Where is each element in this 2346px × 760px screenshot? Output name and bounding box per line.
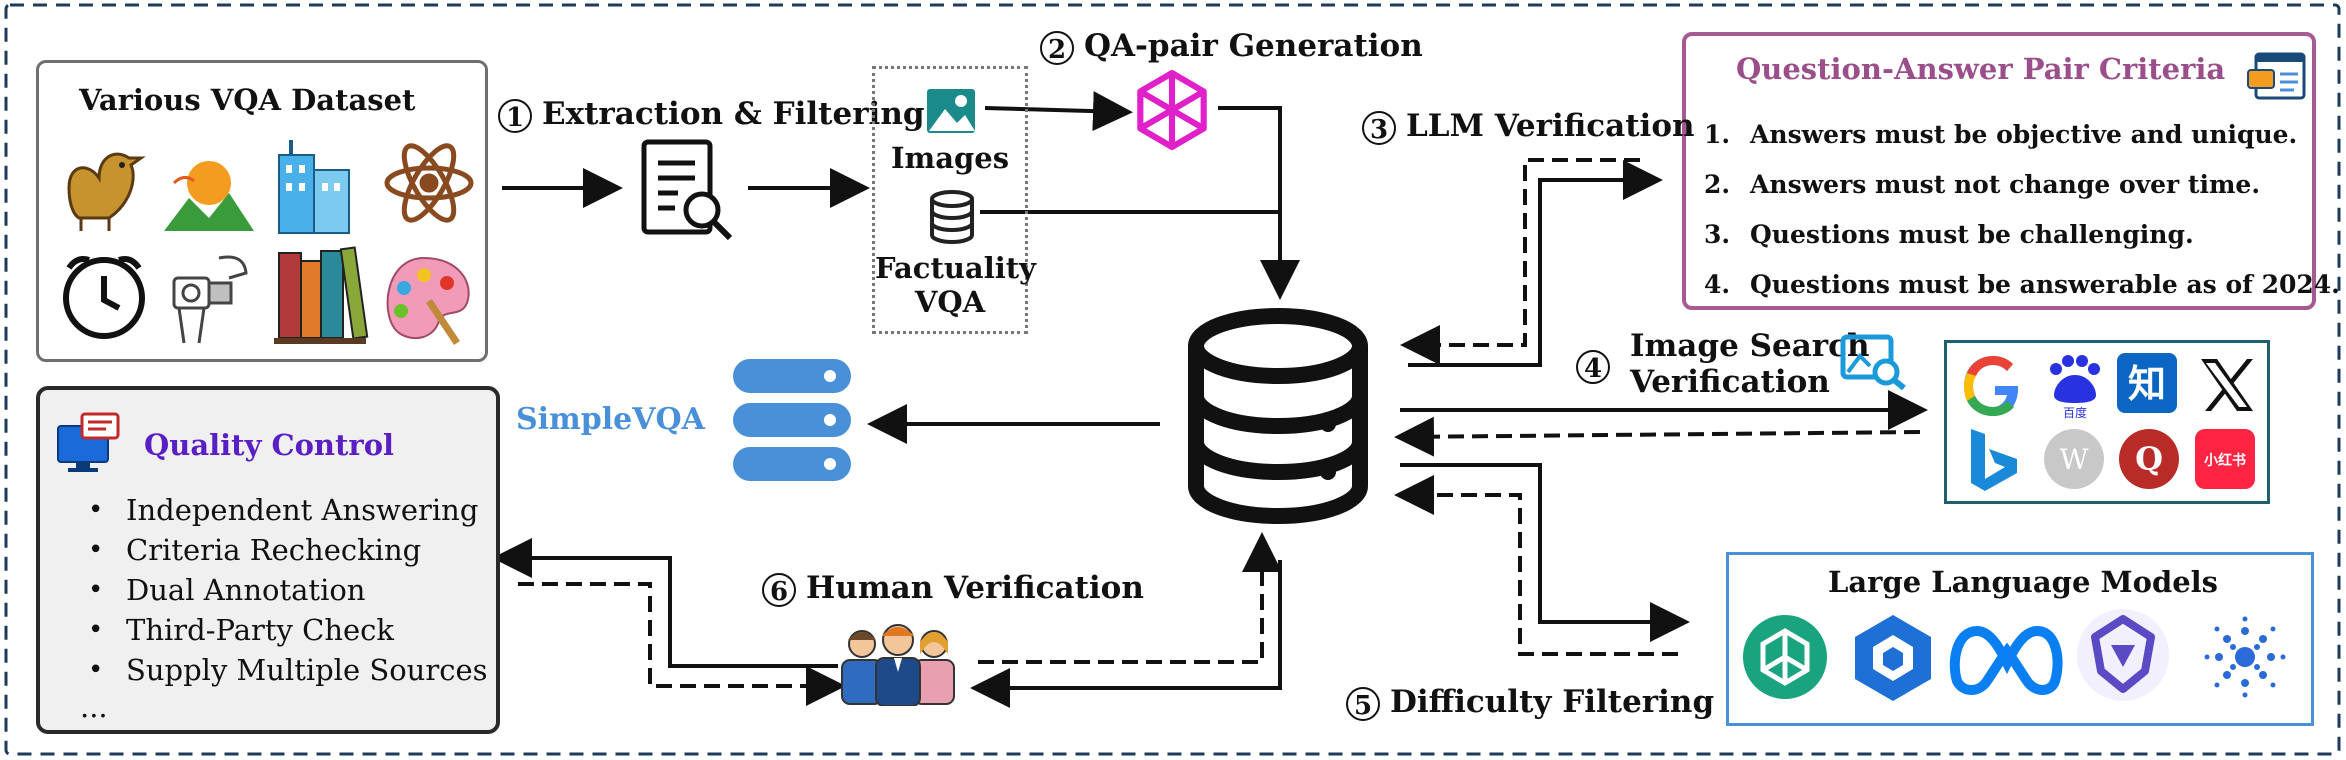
arrow-human-to-qc [492,538,838,668]
svg-text:百度: 百度 [2063,405,2087,420]
step-2-number: 2 [1040,30,1074,65]
criteria-item: 2.Answers must not change over time. [1704,170,2261,199]
step-2-text: QA-pair Generation [1084,28,1423,64]
bird-icon [67,152,146,231]
step-difficulty-label: 5 Difficulty Filtering [1346,684,1714,721]
qc-item: Criteria Rechecking [40,530,488,570]
bing-icon [1971,429,2017,491]
llm-panel: Large Language Models [1726,552,2314,726]
quality-control-panel: Quality Control Independent Answering Cr… [36,386,500,734]
factuality-line-2: VQA [914,285,986,319]
alarm-clock-icon [63,256,145,339]
books-icon [274,246,369,344]
criteria-list: 1.Answers must be objective and unique. … [1704,110,2340,310]
arrow-llms-to-db [1394,475,1678,656]
step-6-number: 6 [762,572,796,607]
document-search-icon [641,139,733,241]
step-image-search-label: 4 Image Search Verification [1576,328,1870,400]
quality-control-list: Independent Answering Criteria Recheckin… [40,490,488,690]
step-human-verification-label: 6 Human Verification [762,570,1144,607]
llm-panel-title: Large Language Models [1827,565,2219,599]
svg-text:知: 知 [2128,362,2166,406]
factuality-line-1: Factuality [875,251,1037,285]
factuality-vqa-label: Factuality VQA [875,251,1037,319]
arrow-images-to-qagen [984,91,1133,132]
search-engines-panel: 百度 知 W Q [1944,340,2270,504]
arrow-qagen-to-db [1218,106,1300,300]
arrow-db-to-llms [1400,463,1690,642]
criteria-item: 4.Questions must be answerable as of 202… [1704,270,2340,299]
step-1-number: 1 [498,98,532,133]
qc-item: Independent Answering [40,490,488,530]
wikipedia-icon: W [2044,429,2104,489]
database-small-icon [930,190,974,244]
openai-qa-generator-icon [1137,69,1207,151]
step-5-text: Difficulty Filtering [1390,684,1715,720]
qc-item: Dual Annotation [40,570,488,610]
simplevqa-label: SimpleVQA [516,402,705,437]
step-llm-verification-label: 3 LLM Verification [1362,108,1695,145]
step-6-text: Human Verification [806,570,1144,606]
dataset-panel: Various VQA Dataset [36,60,488,362]
human-team-icon [841,624,955,706]
atom-icon [384,143,474,223]
step-extraction-label: 1 Extraction & Filtering [498,96,925,133]
arrow-db-to-llm-verify [1408,160,1663,367]
step-4-text-line1: Image Search [1630,328,1870,364]
step-5-number: 5 [1346,686,1380,721]
criteria-item: 1.Answers must be objective and unique. [1704,120,2298,149]
deepseek-cube-icon [1855,615,1931,701]
paint-palette-icon [386,256,470,345]
criteria-item: 3.Questions must be challenging. [1704,220,2194,249]
monitor-chat-icon [57,412,120,472]
arrow-db-to-human [970,560,1282,708]
criteria-panel: Question-Answer Pair Criteria 1.Answers … [1682,32,2340,310]
dots-model-icon [2204,616,2286,698]
arrow-search-to-db [1394,416,1921,457]
sunset-landscape-icon [164,161,254,231]
svg-text:小红书: 小红书 [2204,452,2246,469]
criteria-title: Question-Answer Pair Criteria [1736,52,2226,86]
arrow-human-to-db [978,532,1282,664]
step-qa-generation-label: 2 QA-pair Generation [1040,28,1423,65]
openai-icon [1743,615,1827,699]
zhihu-icon: 知 [2117,353,2177,413]
image-icon [927,89,975,133]
step-4-number: 4 [1576,350,1610,384]
baidu-icon: 百度 [2050,355,2100,420]
images-label: Images [890,141,1010,175]
qwen-icon [2077,609,2169,701]
camera-crew-icon [172,255,248,344]
buildings-icon [278,140,350,234]
qc-ellipsis: ... [80,690,108,724]
central-database-icon [1188,308,1368,524]
step-4-text-line2: Verification [1630,364,1830,400]
quora-icon: Q [2119,429,2179,489]
x-icon [2201,359,2253,411]
svg-text:Q: Q [2135,440,2163,478]
svg-text:W: W [2060,443,2089,476]
image-search-icon [1840,334,1906,390]
chat-window-icon [2247,52,2306,100]
quality-control-title: Quality Control [144,428,395,462]
dataset-panel-title: Various VQA Dataset [79,83,416,117]
arrow-llm-verify-to-db [1400,158,1640,365]
step-3-text: LLM Verification [1406,108,1695,144]
simplevqa-database-icon [727,353,857,487]
step-3-number: 3 [1362,110,1396,145]
google-icon [1964,356,2019,416]
step-1-text: Extraction & Filtering [542,96,925,132]
meta-icon [1949,625,2063,695]
arrow-qc-to-human [518,582,846,706]
xiaohongshu-icon: 小红书 [2195,429,2255,489]
factuality-box: Images Factuality VQA [872,66,1037,334]
qc-item: Supply Multiple Sources [40,650,488,690]
qc-item: Third-Party Check [40,610,488,650]
